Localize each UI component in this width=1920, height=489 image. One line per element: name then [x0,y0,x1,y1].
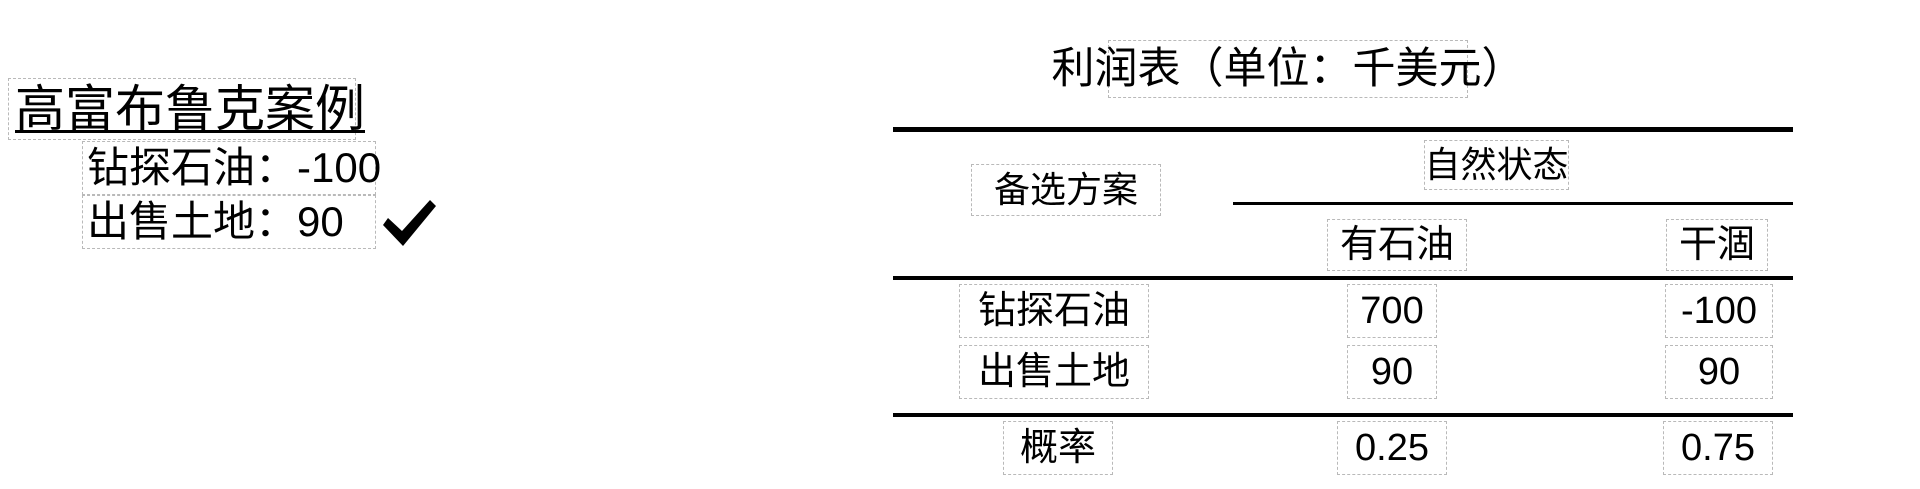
alternatives-header-cell: 备选方案 [971,164,1161,216]
table-cell-sell-land-has-oil: 90 [1347,345,1437,399]
table-cell-value: -100 [1680,290,1758,332]
case-title-text: 高富布鲁克案例 [15,81,365,137]
states-header-cell: 自然状态 [1424,140,1569,190]
case-option-sell-land[interactable]: 出售土地：90 [82,195,376,249]
profit-table-title-text: 利润表（单位：千美元） [1051,44,1525,93]
states-span-rule [1233,202,1793,205]
table-cell-value: 90 [1697,351,1741,393]
table-top-rule [893,127,1793,132]
case-option-sell-land-label: 出售土地：90 [87,198,344,245]
profit-table-title: 利润表（单位：千美元） [1052,40,1525,98]
probability-top-rule [893,413,1793,417]
probability-row-label-cell: 概率 [1003,421,1113,475]
check-mark-icon [380,198,438,250]
table-cell-value: 700 [1360,290,1424,332]
states-header-label: 自然状态 [1424,144,1569,185]
table-row: 钻探石油 [959,284,1149,338]
table-cell-value: 0.25 [1355,427,1429,469]
column-header-dry: 干涸 [1666,219,1768,271]
row-label-sell-land: 出售土地 [977,351,1130,393]
table-cell-value: 90 [1370,351,1414,393]
table-cell-drill-oil-has-oil: 700 [1347,284,1437,338]
alternatives-header-label: 备选方案 [993,169,1138,210]
probability-cell-has-oil: 0.25 [1337,421,1447,475]
case-title-placeholder[interactable]: 高富布鲁克案例 [8,78,365,140]
table-cell-sell-land-dry: 90 [1665,345,1773,399]
column-header-has-oil: 有石油 [1327,219,1467,271]
case-option-drill-oil[interactable]: 钻探石油：-100 [82,141,381,195]
column-header-has-oil-label: 有石油 [1339,224,1454,266]
table-cell-drill-oil-dry: -100 [1665,284,1773,338]
case-option-drill-oil-label: 钻探石油：-100 [87,144,382,191]
table-cell-value: 0.75 [1681,427,1755,469]
header-bottom-rule [893,276,1793,280]
column-header-dry-label: 干涸 [1678,224,1755,266]
table-row: 出售土地 [959,345,1149,399]
probability-cell-dry: 0.75 [1663,421,1773,475]
probability-row-label: 概率 [1019,427,1096,469]
row-label-drill-oil: 钻探石油 [977,290,1130,332]
